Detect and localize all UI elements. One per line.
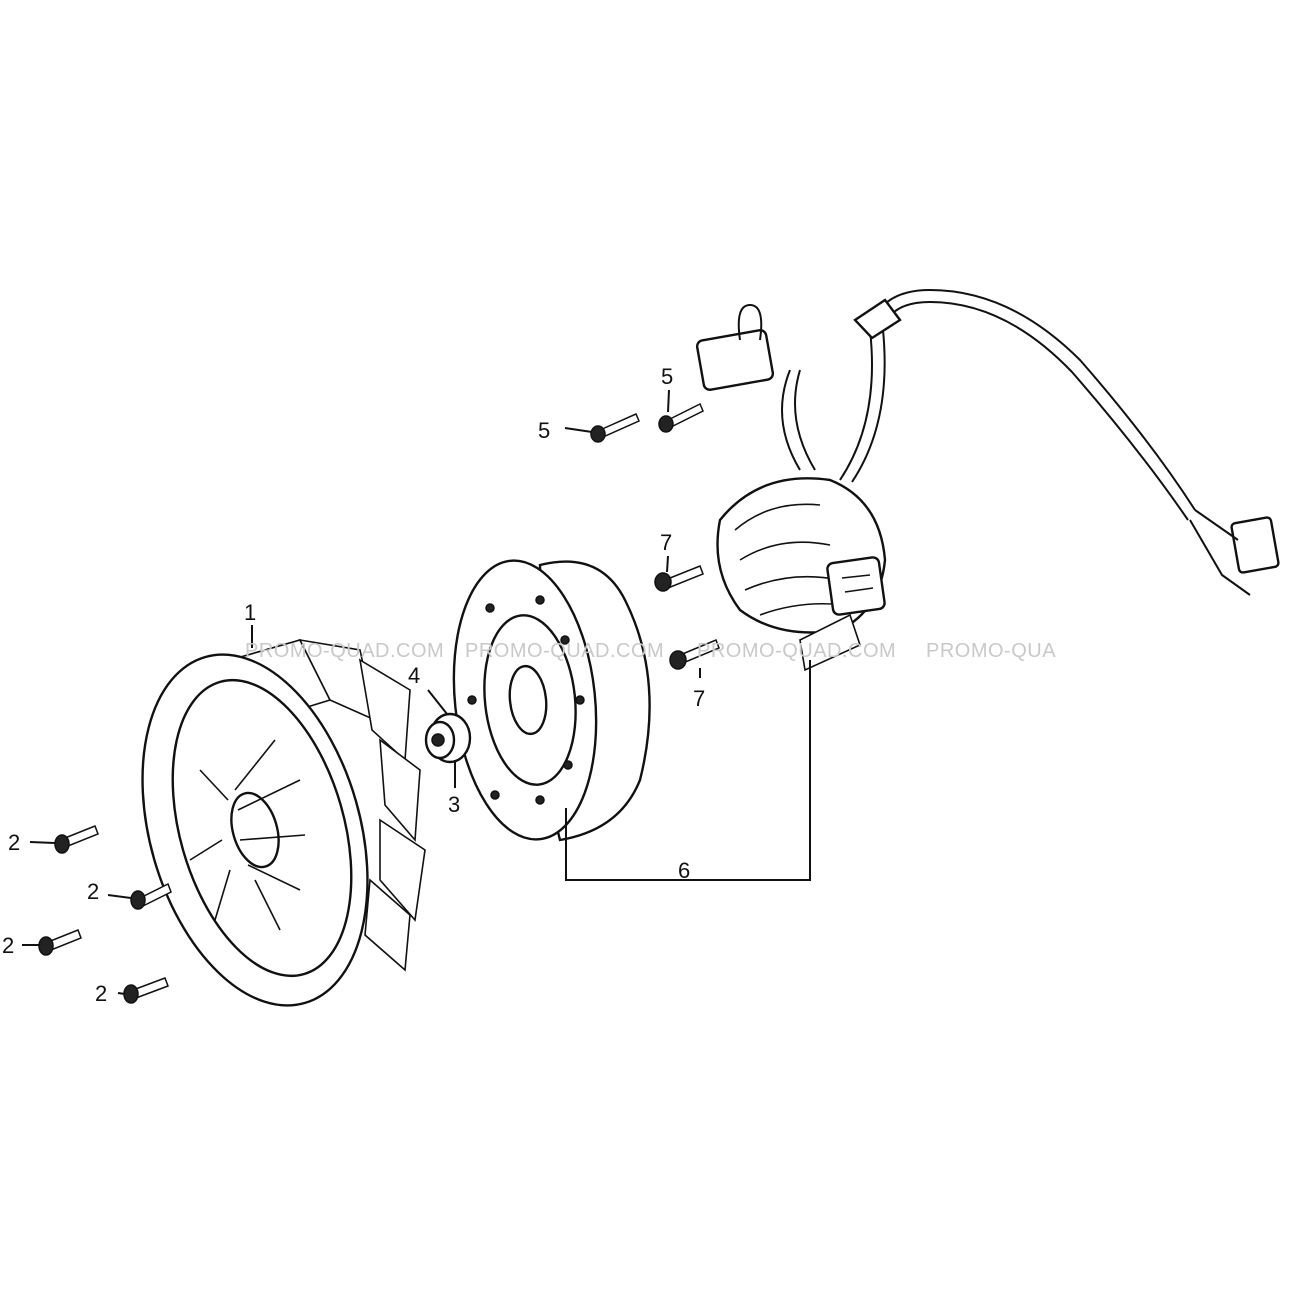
watermark-row: PROMO-QUAD.COM PROMO-QUAD.COM PROMO-QUAD… — [245, 640, 1056, 662]
leader-lines — [22, 389, 811, 995]
callout-washer: 4 — [408, 663, 420, 688]
watermark-1: PROMO-QUAD.COM — [245, 640, 444, 662]
watermark-2: PROMO-QUAD.COM — [465, 640, 664, 662]
callout-screw-a: 2 — [8, 830, 20, 855]
callout-assembly: 6 — [678, 858, 690, 883]
callout-screw-stator-lower: 7 — [693, 686, 705, 711]
stator-coil — [695, 288, 1280, 672]
callout-screw-d: 2 — [95, 981, 107, 1006]
callout-screw-stator-upper: 7 — [660, 530, 672, 555]
watermark-4: PROMO-QUA — [926, 640, 1056, 662]
callout-screw-c: 2 — [2, 933, 14, 958]
callout-labels: 1 2 2 2 2 3 4 5 5 6 7 7 — [2, 364, 705, 1006]
callout-screw-b: 2 — [87, 879, 99, 904]
fasteners — [38, 402, 720, 1004]
flywheel-rotor — [452, 559, 651, 842]
washer-and-nut — [424, 712, 472, 764]
callout-bolt-upper: 5 — [661, 364, 673, 389]
callout-nut: 3 — [448, 792, 460, 817]
callout-bolt-left: 5 — [538, 418, 550, 443]
cooling-fan — [141, 638, 426, 1007]
watermark-3: PROMO-QUAD.COM — [697, 640, 896, 662]
callout-fan: 1 — [244, 600, 256, 625]
